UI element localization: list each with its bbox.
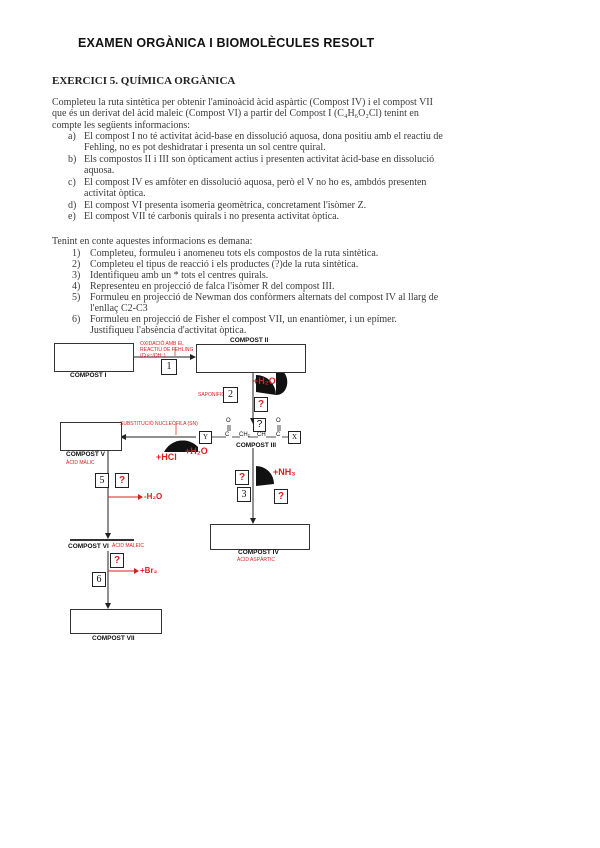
group-y-box[interactable]: Y (199, 431, 212, 444)
unknown-reaction-box[interactable]: ? (110, 553, 124, 568)
page-title: EXAMEN ORGÀNICA I BIOMOLÈCULES RESOLT (78, 36, 375, 50)
compost-iv-label: COMPOST IV (238, 549, 279, 556)
intro-line: que és un derivat del àcid maleic (Compo… (52, 108, 419, 120)
reagent-h2o-2: +H₂O (185, 446, 208, 456)
compost-vii-box[interactable] (70, 609, 162, 634)
ask-intro: Tenint en conte aquestes informacions es… (52, 236, 253, 247)
formula-ch2: CH₂ (239, 432, 250, 438)
arrowhead (105, 533, 111, 539)
compost-i-box[interactable] (54, 343, 134, 372)
formula-ch: CH (257, 432, 266, 438)
formula-c2: C (276, 432, 281, 438)
arrowhead (134, 568, 139, 574)
arrowhead (138, 494, 143, 500)
compost-iv-sub: ÀCID ASPÀRTIC (237, 557, 275, 563)
formula-o2: O (276, 418, 281, 424)
reagent-shape-v (164, 440, 198, 452)
intro-paragraph: Completeu la ruta sintètica per obtenir … (52, 97, 552, 131)
saponification-note: SAPONIFICACIÓ (198, 392, 238, 398)
reagent-h2o-1: +H₂O (253, 376, 276, 386)
reagent-shape (276, 369, 288, 395)
compost-ii-label: COMPOST II (230, 337, 269, 344)
reagent-nh3: +NH₃ (273, 467, 296, 477)
substitution-note: SUBSTITUCIÓ NUCLEÒFILA (SN) (120, 421, 198, 427)
reagent-minus-h2o: -H₂O (144, 492, 163, 501)
reagent-hcl: +HCl (156, 452, 177, 462)
compost-ii-box[interactable] (196, 344, 306, 373)
formula-o1: O (226, 418, 231, 424)
unknown-product-box[interactable]: ? (254, 397, 268, 412)
intro-line: compte les següents informacions: (52, 119, 191, 131)
reagent-shape-ii (256, 375, 276, 395)
compost-iii-label: COMPOST III (236, 442, 277, 449)
step-3-box[interactable]: 3 (237, 487, 251, 502)
compost-iv-box[interactable] (210, 524, 310, 550)
step-2-box[interactable]: 2 (223, 387, 238, 403)
compost-v-sub: ÀCID MÀLIC (66, 460, 95, 466)
compost-vi-sub: ÀCID MALEIC (112, 543, 144, 549)
step-6-box[interactable]: 6 (92, 572, 106, 587)
unknown-group-box[interactable]: ? (253, 418, 266, 432)
intro-line: Completeu la ruta sintètica per obtenir … (52, 97, 433, 108)
reagent-br2: +Br₂ (140, 566, 158, 575)
unknown-reaction-box[interactable]: ? (235, 470, 249, 485)
compost-vi-box-line (70, 539, 134, 541)
compost-vi-label: COMPOST VI (68, 543, 109, 550)
arrowhead (190, 354, 196, 360)
arrowhead (250, 518, 256, 524)
arrowhead (105, 603, 111, 609)
arrowhead (120, 434, 126, 440)
compost-i-label: COMPOST I (70, 372, 107, 379)
compost-vii-label: COMPOST VII (92, 635, 135, 642)
unknown-reaction-box[interactable]: ? (115, 473, 129, 488)
exercise-title: EXERCICI 5. QUÍMICA ORGÀNICA (52, 75, 236, 87)
unknown-product-box[interactable]: ? (274, 489, 288, 504)
fehling-note: OXIDACIÓ AMB EL REACTIU DE FEHLING (Cu²⁺… (140, 341, 194, 359)
compost-v-label: COMPOST V (66, 451, 106, 458)
compost-v-box[interactable] (60, 422, 122, 451)
formula-c1: C (225, 432, 230, 438)
step-5-box[interactable]: 5 (95, 473, 109, 488)
reagent-shape-iv (256, 466, 274, 486)
group-x-box[interactable]: X (288, 431, 301, 444)
step-1-box[interactable]: 1 (161, 359, 177, 375)
